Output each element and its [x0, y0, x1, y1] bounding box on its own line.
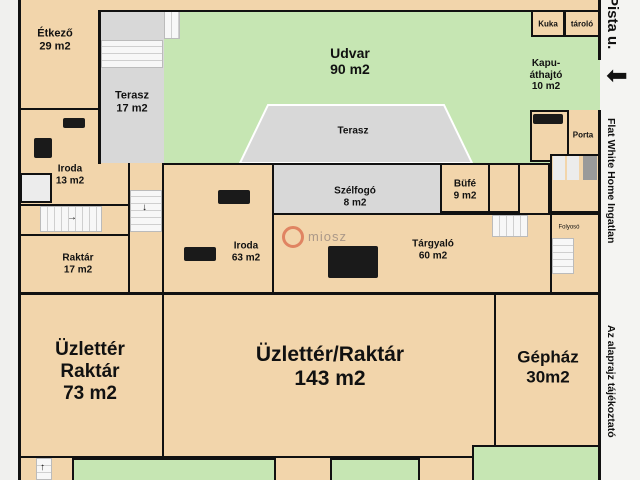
- room-uzletter-raktar-main: [164, 293, 496, 456]
- room-area: 63 m2: [231, 252, 261, 263]
- room-terasz-left: [100, 10, 164, 163]
- stairs-terasz: [101, 40, 163, 68]
- room-name: Szélfogó: [334, 185, 376, 197]
- room-area: 8 m2: [343, 197, 367, 208]
- room-name: áthajtó: [529, 69, 563, 81]
- room-szelfogo-label: Szélfogó 8 m2: [334, 186, 376, 209]
- room-etkezo: [20, 0, 100, 108]
- room-area: 30m2: [526, 367, 570, 386]
- room-name: Iroda: [57, 163, 83, 175]
- watermark-logo-icon: [282, 226, 304, 248]
- outside-left: [0, 0, 18, 480]
- arrow-up-icon: ↑: [40, 462, 45, 473]
- room-area: 13 m2: [55, 175, 85, 186]
- arrow-down-icon: ↓: [142, 202, 147, 213]
- room-name: Terasz: [114, 89, 150, 102]
- room-terasz-left-label: Terasz 17 m2: [115, 89, 149, 114]
- room-etkezo-label: Étkező 29 m2: [37, 27, 72, 52]
- wc-block: [20, 173, 52, 203]
- wall-terasz-left: [98, 10, 101, 164]
- room-uzletter-raktar-left: [20, 293, 164, 456]
- arrow-right-icon: →: [67, 212, 77, 223]
- room-name: Üzlettér: [55, 339, 125, 361]
- desk-icon: [533, 114, 563, 124]
- stairs-left: [40, 206, 102, 232]
- desk-icon: [218, 190, 250, 204]
- room-iroda-large: [164, 163, 274, 293]
- room-name: Büfé: [453, 178, 477, 190]
- room-name: Raktár: [62, 252, 94, 264]
- top-room-strip: [100, 0, 600, 10]
- agency-label: Flat White Home Ingatlan: [605, 118, 617, 244]
- room-szelfogo: [274, 163, 440, 213]
- room-kuka-label: Kuka: [538, 19, 558, 29]
- room-kapuathajto-label: Kapu- áthajtó 10 m2: [530, 58, 563, 93]
- wc-stall: [567, 156, 579, 180]
- desk-icon: [63, 118, 85, 128]
- room-area: 90 m2: [330, 61, 370, 77]
- room-name: Kapu-: [531, 57, 561, 69]
- room-targyalo-label: Tárgyaló 60 m2: [412, 239, 454, 262]
- entrance-arrow-icon: ⬅: [606, 60, 628, 90]
- room-tarolo: [564, 10, 600, 37]
- room-iroda-large-label: Iroda 63 m2: [232, 241, 260, 264]
- room-area: 17 m2: [116, 102, 148, 114]
- wall-west: [18, 0, 21, 480]
- stairs-udvar: [164, 11, 180, 39]
- room-porta-label: Porta: [572, 130, 594, 140]
- bottom-yard-2: [330, 458, 420, 480]
- watermark-text: miosz: [308, 229, 347, 244]
- disclaimer-label: Az alaprajz tájékoztató: [605, 325, 617, 438]
- room-raktar-small-label: Raktár 17 m2: [62, 253, 93, 276]
- room-small-1: [490, 163, 520, 213]
- desk-icon: [34, 138, 52, 158]
- room-uzletter-raktar-main-label: Üzlettér/Raktár 143 m2: [256, 343, 404, 391]
- room-area: 143 m2: [294, 367, 366, 390]
- room-area: 17 m2: [63, 264, 93, 275]
- room-area: 29 m2: [39, 40, 71, 52]
- wc-stall: [553, 156, 565, 180]
- room-raktar-small: [20, 234, 128, 293]
- room-name: Iroda: [233, 240, 259, 252]
- wall-east-top: [598, 0, 601, 60]
- room-bufe-label: Büfé 9 m2: [454, 179, 477, 202]
- street-label: Pista u.: [604, 0, 621, 50]
- room-area: 60 m2: [418, 250, 448, 261]
- meeting-table-icon: [328, 246, 378, 278]
- room-iroda-small-ext: [100, 163, 128, 204]
- bottom-yard-3: [472, 445, 600, 480]
- room-name: Étkező: [37, 27, 73, 40]
- room-area: 9 m2: [453, 190, 477, 201]
- room-area: 73 m2: [63, 382, 117, 404]
- room-gephaz: [496, 293, 600, 445]
- room-folyoso-label: Folyosó: [558, 224, 580, 231]
- stairs-targyalo: [492, 215, 528, 237]
- room-uzletter-raktar-left-label: Üzlettér Raktár 73 m2: [55, 339, 125, 405]
- room-bufe: [440, 163, 490, 213]
- stairs-folyoso: [552, 238, 574, 274]
- room-iroda-small-label: Iroda 13 m2: [56, 164, 84, 187]
- room-terasz-center-label: Terasz: [337, 125, 369, 137]
- stairs-vertical: [130, 190, 162, 232]
- bottom-yard-1: [72, 458, 276, 480]
- room-porta: [567, 110, 600, 154]
- desk-icon: [184, 247, 216, 261]
- room-tarolo-label: tároló: [570, 19, 594, 29]
- room-name: Üzlettér/Raktár: [255, 342, 405, 366]
- room-gephaz-label: Gépház 30m2: [517, 347, 578, 386]
- wall-east-bottom: [598, 110, 601, 480]
- room-name: Raktár: [60, 361, 120, 383]
- wc-stall: [583, 156, 597, 180]
- room-small-2: [520, 163, 550, 213]
- wall-north-yard: [100, 10, 600, 12]
- room-udvar-label: Udvar 90 m2: [330, 45, 370, 77]
- room-area: 10 m2: [531, 80, 561, 92]
- wall-middle: [20, 292, 600, 294]
- room-name: Udvar: [330, 44, 370, 61]
- room-name: Gépház: [517, 347, 579, 367]
- room-name: Tárgyaló: [412, 238, 454, 250]
